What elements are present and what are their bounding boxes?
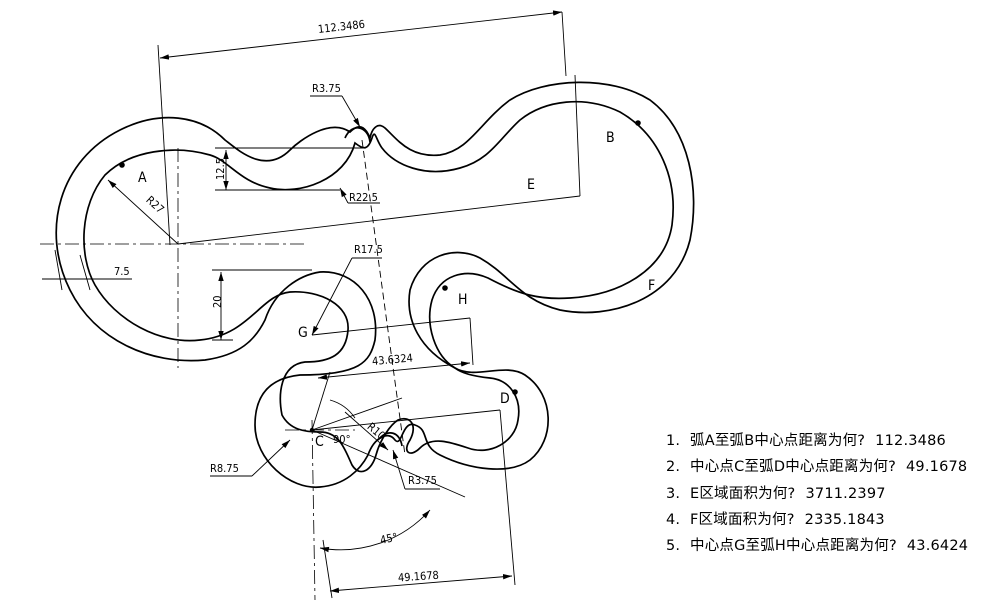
ext-7-5-a <box>54 249 63 291</box>
leader-r22-5 <box>339 187 349 204</box>
line-45deg <box>311 429 466 498</box>
point-b-marker <box>635 120 641 126</box>
dim-r8-75-label: R8.75 <box>210 462 239 475</box>
dim-r27-label: R27 <box>143 193 166 216</box>
leader-r10 <box>344 411 389 451</box>
outer-profile <box>55 81 695 488</box>
ext-7-5-b <box>79 254 91 291</box>
question-item: 3.E区域面积为何?3711.2397 <box>666 485 886 502</box>
dim-12-5-label: 12.5 <box>214 158 227 180</box>
dim-cd <box>329 574 513 593</box>
centerline-c-vertical <box>311 419 316 601</box>
dim-7-5-label: 7.5 <box>114 265 130 278</box>
question-item: 2.中心点C至弧D中心点距离为何?49.1678 <box>666 459 968 476</box>
dim-gh-label: 43.6324 <box>371 351 413 368</box>
label-a: A <box>138 170 147 186</box>
dim-r22-5-label: R22.5 <box>349 191 378 204</box>
line-center-a-to-e <box>177 195 581 245</box>
angle-90-label: 90° <box>333 433 351 446</box>
dim-r10-label: R10 <box>365 420 388 442</box>
angle-45-label: 45° <box>379 531 399 547</box>
angle-90-arc <box>329 399 356 419</box>
line-90-a <box>311 371 331 431</box>
question-item: 5.中心点G至弧H中心点距离为何?43.6424 <box>666 538 969 555</box>
question-item: 1.弧A至弧B中心点距离为何?112.3486 <box>666 433 946 449</box>
label-f: F <box>648 278 655 294</box>
dim-overall-label: 112.3486 <box>317 18 365 36</box>
label-b: B <box>606 130 615 146</box>
question-list: 1.弧A至弧B中心点距离为何?112.3486 2.中心点C至弧D中心点距离为何… <box>666 428 968 559</box>
dim-r375-top-label: R3.75 <box>312 82 341 95</box>
ext-line-left <box>157 44 171 246</box>
hidden-line-diagonal <box>361 139 406 456</box>
line-90-b <box>311 397 403 431</box>
dim-r375-bottom-label: R3.75 <box>408 474 437 487</box>
label-h: H <box>458 292 467 308</box>
leader-r375-top <box>341 95 361 128</box>
notch-bottom <box>377 432 403 447</box>
line-h-down <box>469 317 474 366</box>
line-c-d <box>311 409 501 431</box>
question-item: 4.F区域面积为何?2335.1843 <box>666 511 885 528</box>
dim-cd-label: 49.1678 <box>398 569 440 585</box>
label-e: E <box>527 177 535 193</box>
leader-r17-5 <box>311 257 353 336</box>
point-d-marker <box>512 389 518 395</box>
label-g: G <box>298 325 308 341</box>
line-d-down <box>499 409 516 586</box>
dim-gh <box>317 361 471 380</box>
dim-20-label: 20 <box>211 295 224 308</box>
point-h-marker <box>442 285 448 291</box>
inner-profile <box>83 100 674 473</box>
point-c-marker <box>309 427 315 433</box>
line-g-h <box>311 317 471 336</box>
notch-top <box>344 127 371 143</box>
ext-line-right <box>561 11 567 77</box>
label-d: D <box>500 391 510 407</box>
ext-cd-left <box>322 539 333 599</box>
label-c: C <box>315 434 324 450</box>
angle-45-arc <box>319 509 431 553</box>
leader-r375-bottom <box>392 449 406 490</box>
line-e-vertical <box>574 74 581 197</box>
leader-r27 <box>107 179 179 245</box>
leader-r8-75 <box>251 439 291 477</box>
dim-overall <box>159 10 563 60</box>
dim-r17-5-label: R17.5 <box>354 243 383 256</box>
point-a-marker <box>119 162 125 168</box>
